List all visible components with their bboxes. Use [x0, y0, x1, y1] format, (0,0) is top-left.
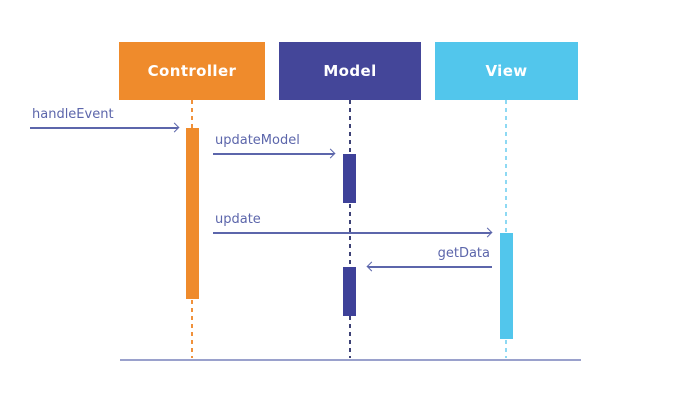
- participant-view-label: View: [485, 62, 528, 80]
- lifeline-view: [505, 100, 507, 358]
- participant-controller-label: Controller: [147, 62, 237, 80]
- arrowhead-right-icon: [325, 148, 336, 159]
- activation-model-2: [343, 267, 356, 316]
- activation-controller: [186, 128, 199, 299]
- participant-model: Model: [279, 42, 421, 100]
- participant-model-label: Model: [323, 62, 377, 80]
- message-handle-event-arrow: [30, 122, 180, 133]
- message-handle-event-label: handleEvent: [32, 107, 114, 122]
- arrowhead-left-icon: [366, 261, 377, 272]
- message-get-data-arrow: [366, 261, 492, 272]
- message-update-label: update: [215, 212, 261, 227]
- lifeline-model: [349, 100, 351, 358]
- activation-view: [500, 233, 513, 339]
- message-update-arrow: [213, 227, 493, 238]
- activation-model-1: [343, 154, 356, 203]
- participant-controller: Controller: [119, 42, 265, 100]
- message-update-model-label: updateModel: [215, 133, 300, 148]
- message-update-model: updateModel: [213, 133, 336, 159]
- arrowhead-right-icon: [169, 122, 180, 133]
- participant-view: View: [435, 42, 578, 100]
- message-get-data: getData: [366, 246, 492, 272]
- message-update: update: [213, 212, 493, 238]
- message-update-model-arrow: [213, 148, 336, 159]
- message-get-data-label: getData: [437, 246, 490, 261]
- diagram-baseline: [120, 359, 581, 361]
- message-handle-event: handleEvent: [30, 107, 180, 133]
- arrowhead-right-icon: [482, 227, 493, 238]
